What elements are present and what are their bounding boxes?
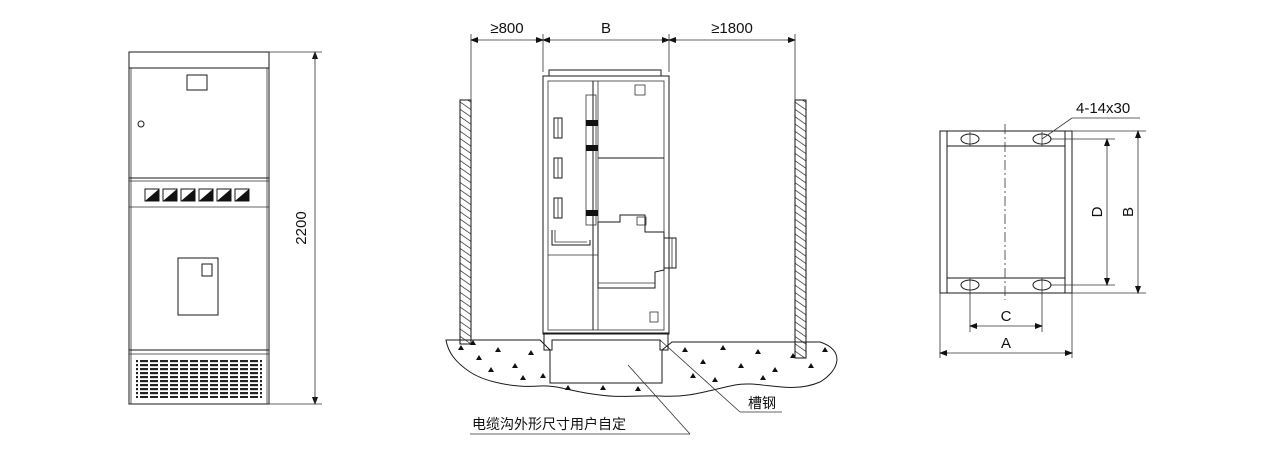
dim-b-label: B <box>1120 207 1137 217</box>
concrete-aggregate <box>458 340 828 391</box>
meter-window <box>201 263 213 277</box>
switch-indicators <box>144 188 250 202</box>
dim-c-label: C <box>1001 308 1012 325</box>
clearance-dimensions: ≥800 B ≥1800 <box>470 20 796 100</box>
cabinet-body <box>542 75 670 335</box>
channel-steel-leader <box>659 339 741 413</box>
base-frame <box>939 130 1073 294</box>
ventilation-louvers <box>136 360 262 398</box>
channel-steel <box>543 332 669 351</box>
busbar-clamps <box>551 94 659 323</box>
cabinet-top-cover <box>548 69 662 77</box>
cabinet-outline <box>128 51 270 405</box>
front-view <box>128 51 270 405</box>
height-dimension: 2200 <box>269 51 322 405</box>
breaker-unit <box>597 214 677 289</box>
left-clearance-label: ≥800 <box>490 20 523 37</box>
right-wall <box>794 99 807 359</box>
right-clearance-label: ≥1800 <box>711 20 753 37</box>
mounting-holes <box>960 132 1052 292</box>
cable-trench-note: 电缆沟外形尺寸用户自定 <box>472 416 626 433</box>
concrete-floor <box>445 339 838 397</box>
section-view: 槽钢 电缆沟外形尺寸用户自定 ≥800 B ≥1800 <box>445 20 838 435</box>
meter-panel <box>177 257 219 316</box>
hole-spec-label: 4-14x30 <box>1076 100 1130 117</box>
trench-note-leader <box>627 364 691 435</box>
width-b-label: B <box>601 20 611 37</box>
door-lock-icon <box>137 120 145 128</box>
indicator-window <box>186 74 208 91</box>
height-label: 2200 <box>293 211 310 244</box>
dim-a-label: A <box>1001 335 1011 352</box>
dim-d-label: D <box>1089 206 1106 217</box>
left-wall <box>459 99 472 345</box>
channel-steel-label: 槽钢 <box>748 396 776 412</box>
base-plan: 4-14x30 D B C A <box>939 100 1146 358</box>
